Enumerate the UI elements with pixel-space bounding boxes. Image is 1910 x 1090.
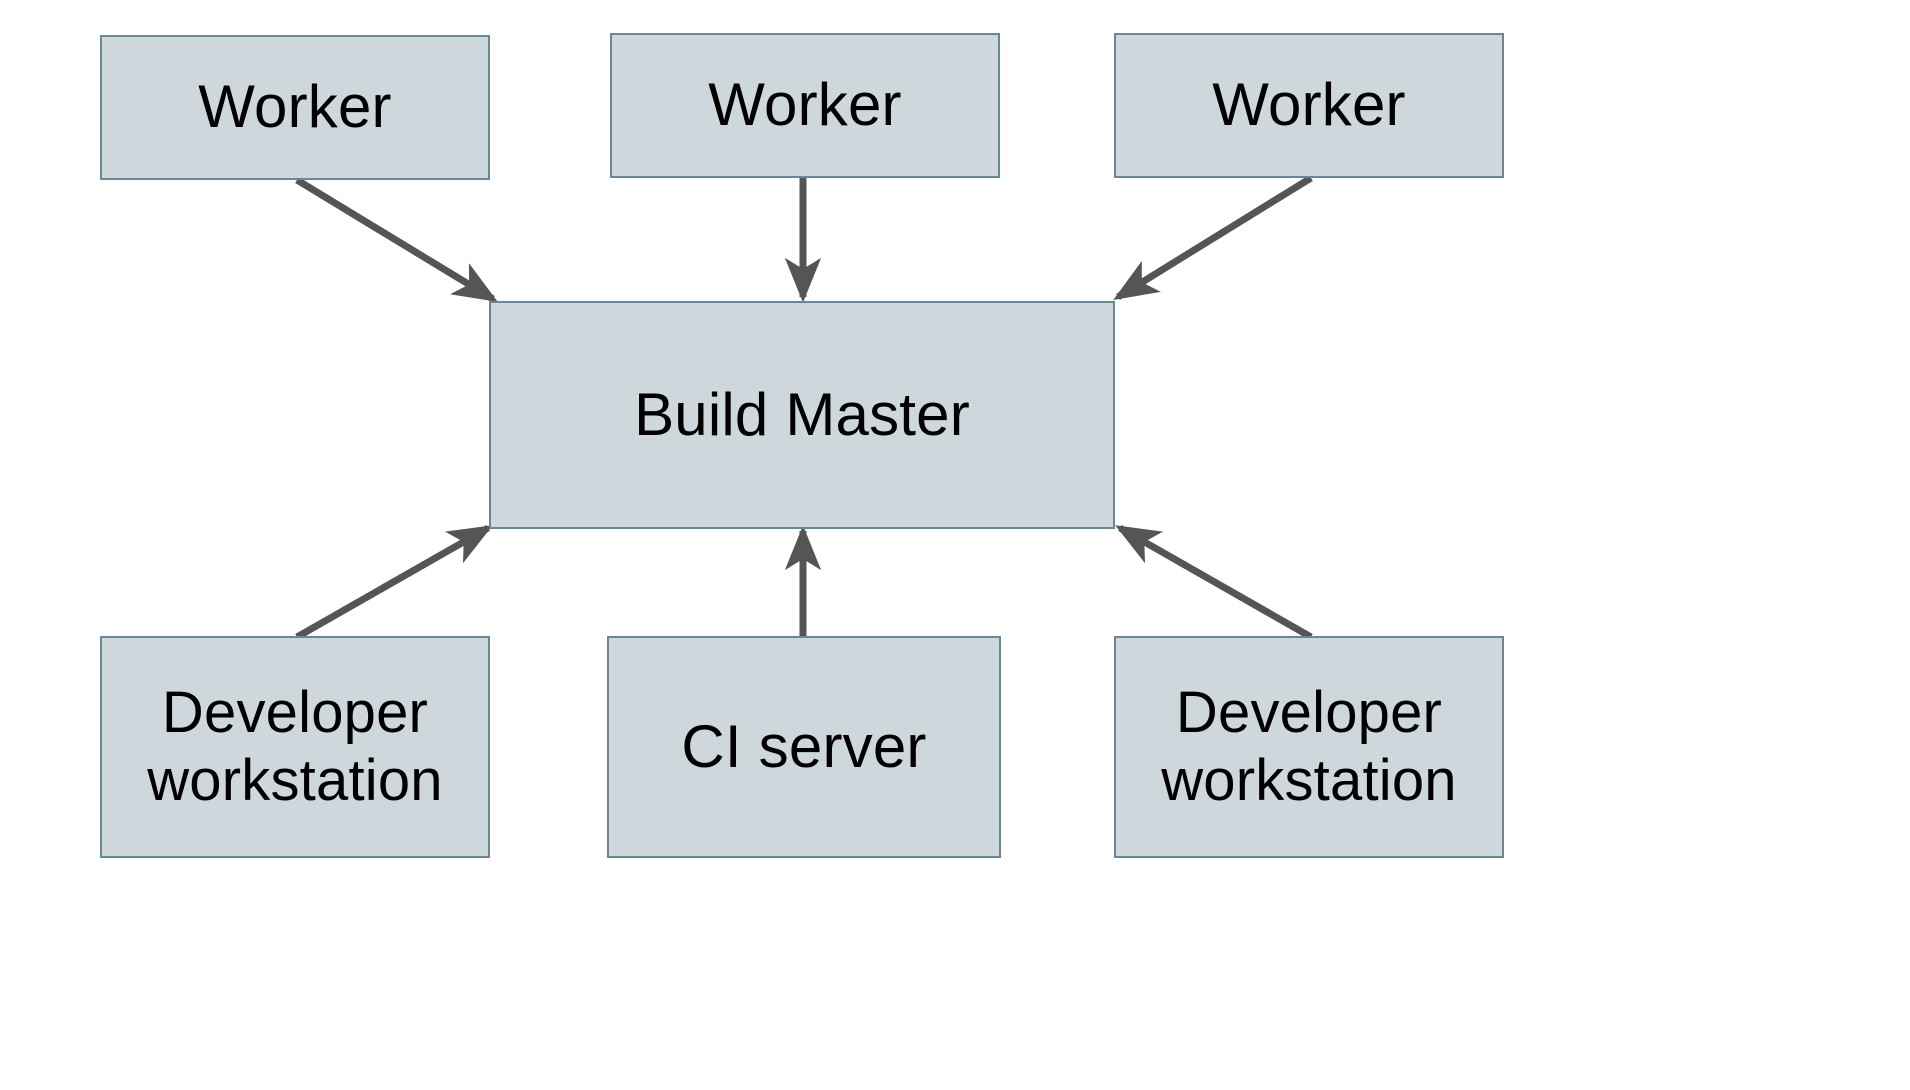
node-label-ci-server: CI server: [681, 712, 927, 780]
node-label-developer-workstation-1: Developer workstation: [147, 679, 443, 813]
node-label-developer-workstation-2: Developer workstation: [1161, 679, 1457, 813]
node-ci-server[interactable]: CI server: [607, 636, 1001, 858]
edge-worker-3-to-build-master: [1113, 175, 1313, 300]
node-label-build-master: Build Master: [634, 380, 970, 448]
node-label-worker-3: Worker: [1212, 71, 1406, 139]
node-worker-3[interactable]: Worker: [1114, 33, 1504, 178]
edge-dev-2-to-build-master: [1115, 524, 1313, 641]
node-build-master[interactable]: Build Master: [489, 301, 1115, 529]
node-label-worker-2: Worker: [708, 71, 902, 139]
node-developer-workstation-1[interactable]: Developer workstation: [100, 636, 490, 858]
node-label-worker-1: Worker: [198, 73, 392, 141]
edge-worker-1-to-build-master: [295, 177, 498, 302]
node-developer-workstation-2[interactable]: Developer workstation: [1114, 636, 1504, 858]
edge-dev-1-to-build-master: [295, 524, 493, 641]
node-worker-2[interactable]: Worker: [610, 33, 1000, 178]
node-worker-1[interactable]: Worker: [100, 35, 490, 180]
